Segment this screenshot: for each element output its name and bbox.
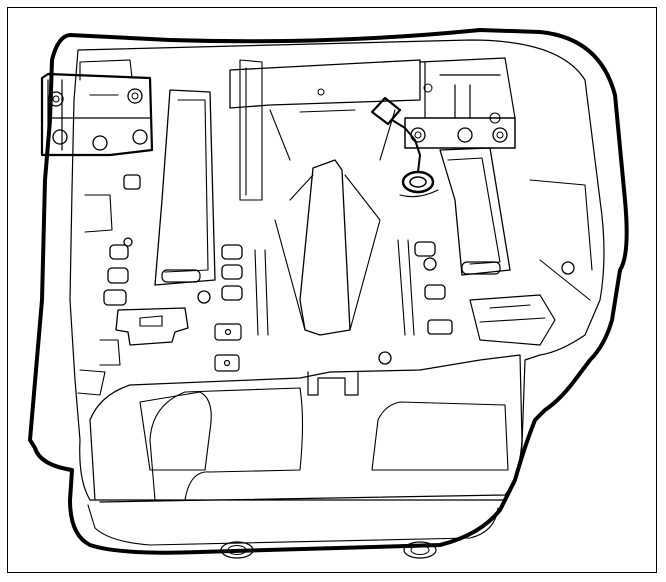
hinge-bolt-8 <box>492 127 508 143</box>
inner-pan-outline <box>69 39 605 501</box>
left-front-bracket <box>115 307 189 346</box>
front-fastener-hole-left <box>220 541 254 559</box>
hinge-bolt-5 <box>132 129 148 145</box>
front-lip <box>87 504 499 546</box>
grommet <box>401 170 435 194</box>
right-side-panel <box>469 294 556 346</box>
seat-cushion-frame-outline <box>28 28 629 555</box>
center-tabs <box>214 323 359 396</box>
lower-right-pocket <box>371 401 509 471</box>
hinge-bolt-4 <box>92 135 108 151</box>
center-rail <box>299 159 351 336</box>
right-seat-rail <box>439 147 511 276</box>
hinge-bolt-3 <box>52 129 68 145</box>
lower-basin <box>89 354 523 503</box>
right-hinge-bracket <box>404 117 516 149</box>
hinge-bolt-1 <box>48 91 64 107</box>
lower-basin-inner <box>149 387 304 501</box>
connector-lead <box>391 119 421 173</box>
right-slot-cluster <box>378 241 575 365</box>
lower-left-pocket <box>139 391 212 471</box>
wire-harness-connector <box>370 96 402 126</box>
top-cross-rail <box>229 59 421 109</box>
hinge-bolt-6 <box>410 127 426 143</box>
left-hinge-bracket <box>40 72 154 157</box>
left-slot-cluster <box>103 174 243 306</box>
front-fastener-hole-right <box>403 541 437 559</box>
hinge-bolt-2 <box>127 88 143 104</box>
hinge-bolt-7 <box>457 127 473 143</box>
